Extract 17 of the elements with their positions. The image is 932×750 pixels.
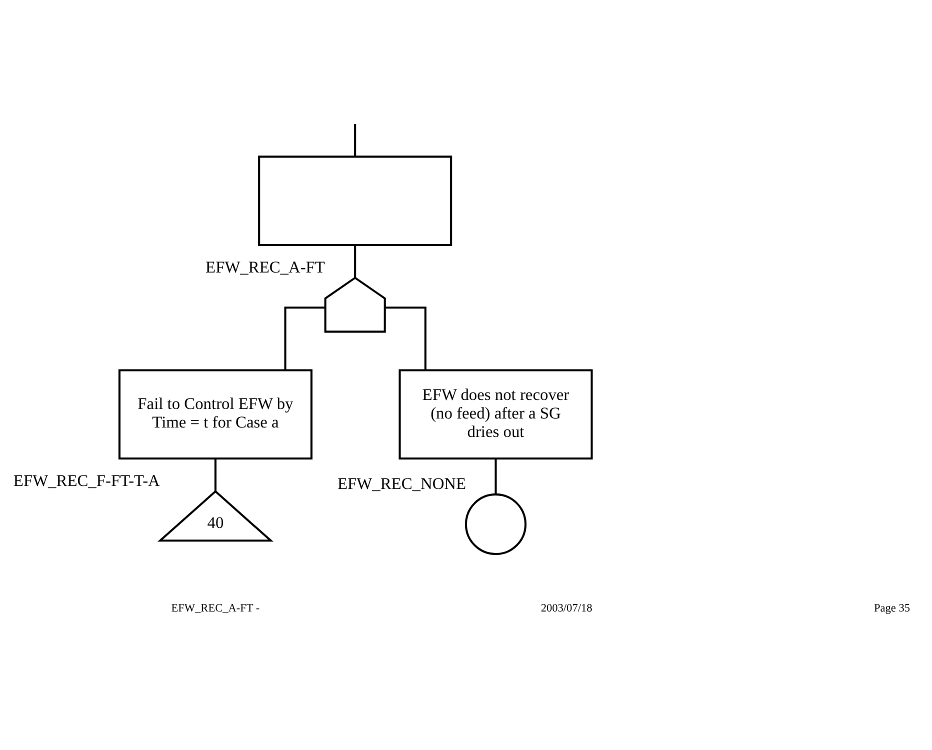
connector <box>384 306 426 370</box>
node-label: EFW_REC_F-FT-T-A <box>12 471 160 490</box>
node-gate <box>324 276 386 333</box>
connector <box>354 124 356 157</box>
connector <box>284 306 325 370</box>
node-circle <box>464 493 526 556</box>
node-box: EFW does not recover (no feed) after a SG dries out <box>398 369 592 460</box>
connector <box>214 458 216 492</box>
node-box <box>258 156 452 246</box>
label: Page 35 <box>874 602 910 614</box>
node-label: EFW_REC_NONE <box>337 474 466 494</box>
connector <box>354 245 356 278</box>
label: EFW_REC_A-FT - <box>170 602 260 614</box>
node-box: Fail to Control EFW by Time = t for Case a <box>118 369 312 460</box>
connector <box>494 458 496 494</box>
node-label: EFW_REC_A-FT <box>205 258 324 276</box>
label: 2003/07/18 <box>540 602 592 614</box>
